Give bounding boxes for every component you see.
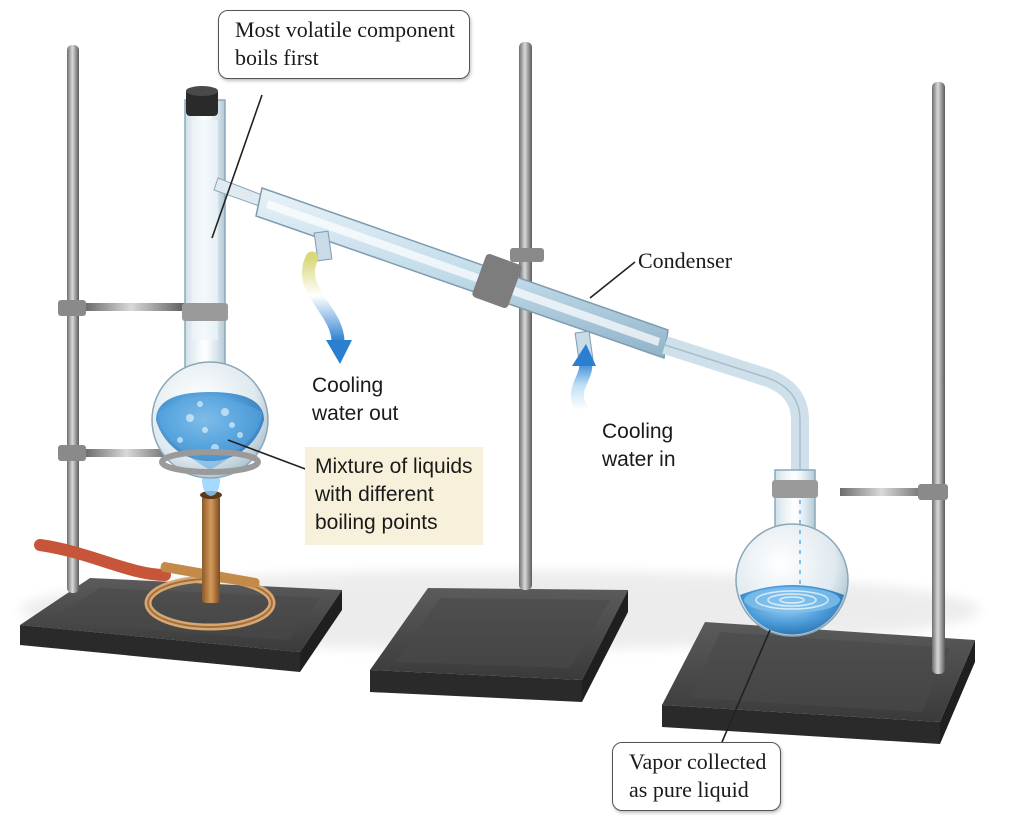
distilling-flask [151, 86, 269, 479]
leader-vapor [721, 629, 771, 743]
vapor-callout-line2: as pure liquid [629, 777, 749, 802]
left-ring-stand [20, 45, 342, 672]
cooling-water-in-arrow [570, 344, 596, 417]
leader-lines [211, 94, 771, 743]
middle-stand-rod [519, 42, 532, 590]
cooling-out-line1: Cooling [312, 374, 384, 397]
cooling-out-line2: water out [312, 402, 399, 425]
mixture-callout-line2: with different [315, 483, 434, 506]
right-stand-rod [932, 82, 945, 674]
volatile-callout-line2: boils first [235, 45, 319, 70]
cooling-in-line1: Cooling [602, 420, 674, 443]
right-ring-stand [662, 82, 975, 744]
mixture-callout-line3: boiling points [315, 511, 438, 534]
vapor-callout-line1: Vapor collected [629, 749, 767, 774]
leader-mixture [227, 439, 309, 471]
cooling-in-line2: water in [602, 448, 676, 471]
cooling-water-out-label: Cooling water out [312, 372, 398, 428]
mixture-callout: Mixture of liquids with different boilin… [305, 447, 483, 545]
volatile-component-callout: Most volatile component boils first [218, 10, 470, 79]
mixture-callout-line1: Mixture of liquids [315, 455, 473, 478]
condenser [213, 177, 809, 470]
left-stand-rod [67, 45, 79, 593]
volatile-callout-line1: Most volatile component [235, 17, 455, 42]
receiving-flask [735, 469, 849, 637]
gas-hose [34, 539, 171, 581]
cooling-water-out-arrow [301, 251, 352, 364]
bunsen-burner [144, 464, 276, 631]
leader-volatile [211, 94, 263, 239]
condenser-label: Condenser [638, 248, 733, 273]
cooling-water-in-label: Cooling water in [602, 418, 676, 474]
leader-condenser [589, 261, 636, 299]
vapor-collected-callout: Vapor collected as pure liquid [612, 742, 782, 811]
middle-ring-stand [370, 42, 628, 702]
